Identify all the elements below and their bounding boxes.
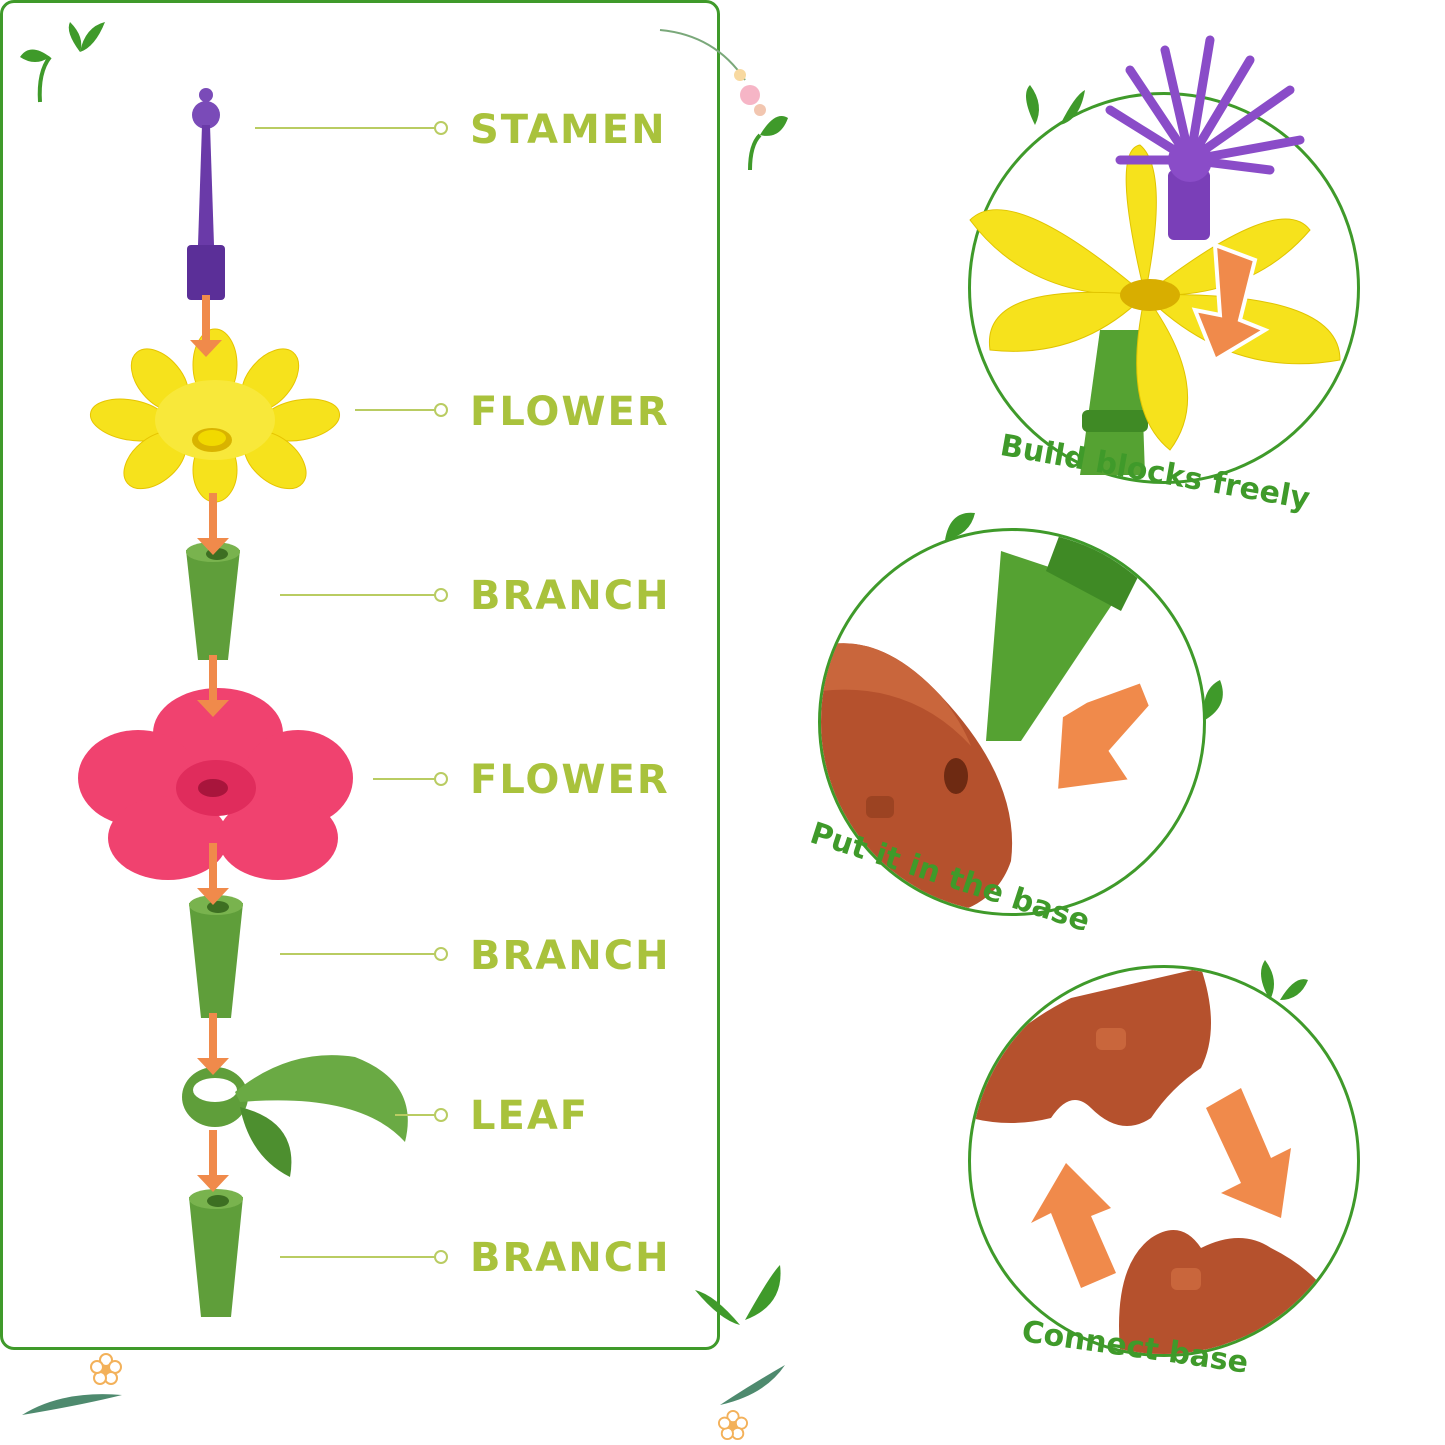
sprout-icon	[748, 116, 788, 171]
part-label-branch: BRANCH	[470, 933, 671, 979]
part-label-stamen: STAMEN	[470, 107, 667, 153]
part-label-leaf: LEAF	[470, 1093, 590, 1139]
down-arrow-icon	[197, 655, 229, 717]
sprout-icon	[1026, 85, 1085, 125]
floral-sprig-icon	[659, 29, 766, 116]
grass-tuft-icon	[720, 1365, 785, 1405]
base-insert-illustration	[821, 531, 1154, 913]
step-circle-build	[968, 92, 1360, 484]
small-flower-icon	[718, 1410, 748, 1440]
leaf-icon	[182, 1055, 408, 1177]
branch-icon	[186, 542, 240, 660]
down-arrow-icon	[197, 843, 229, 905]
leader-line	[355, 403, 448, 417]
sprout-icon	[1204, 680, 1223, 720]
branch-icon	[189, 1189, 243, 1317]
part-label-flower: FLOWER	[470, 389, 670, 435]
down-arrow-icon	[190, 295, 222, 357]
hibiscus-flower-icon	[78, 688, 353, 880]
leader-line	[373, 772, 448, 786]
part-label-branch: BRANCH	[470, 573, 671, 619]
branch-icon	[189, 895, 243, 1018]
daisy-flower-icon	[89, 328, 341, 503]
leader-line	[255, 121, 448, 135]
leader-line	[280, 947, 448, 961]
step-circle-connect	[968, 965, 1360, 1357]
step-circle-base	[818, 528, 1206, 916]
connect-base-illustration	[971, 968, 1357, 1354]
parts-diagram-panel	[0, 0, 720, 1350]
stamen-icon	[187, 88, 225, 300]
butterfly-icon	[695, 1265, 781, 1325]
down-arrow-icon	[197, 1130, 229, 1192]
down-arrow-icon	[197, 493, 229, 555]
part-label-flower: FLOWER	[470, 757, 670, 803]
down-arrow-icon	[197, 1013, 229, 1075]
grass-tuft-icon	[22, 1394, 122, 1415]
small-flower-icon	[90, 1353, 122, 1385]
sprout-icon	[20, 22, 105, 103]
leader-line	[280, 1250, 448, 1264]
lily-flower-icon	[969, 35, 1341, 475]
leader-line	[280, 588, 448, 602]
part-label-branch: BRANCH	[470, 1235, 671, 1281]
sprout-icon	[945, 512, 975, 540]
leader-line	[395, 1108, 448, 1122]
sprout-icon	[1261, 960, 1308, 1000]
